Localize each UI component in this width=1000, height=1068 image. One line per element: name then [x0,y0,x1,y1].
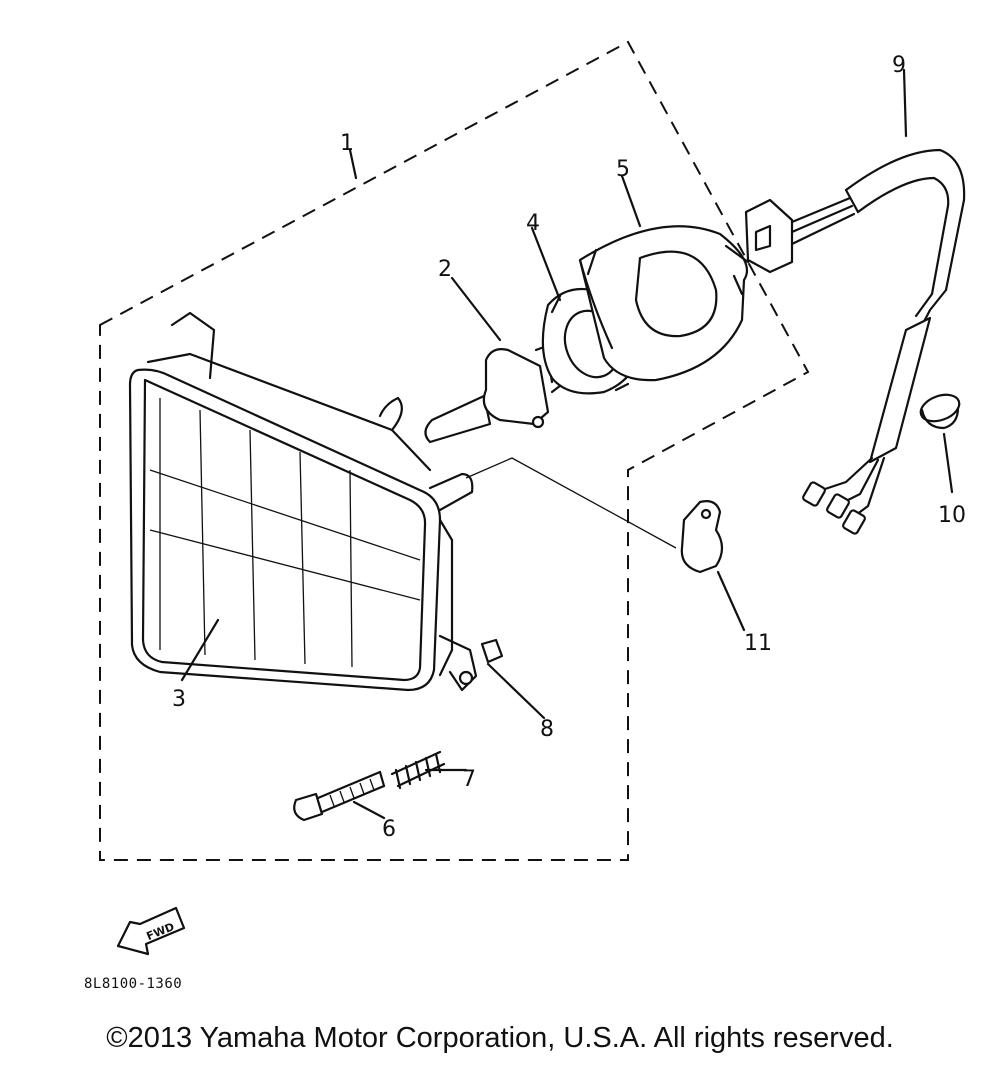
callout-labels: 1 2 3 4 5 6 7 8 9 10 11 [172,53,966,842]
adjusting-screw [293,770,386,822]
cord-clamp [465,457,724,574]
callout-5: 5 [616,157,630,182]
callout-1: 1 [340,131,354,156]
callout-2: 2 [438,257,452,282]
callout-4: 4 [526,211,540,236]
adjusting-spring [390,750,446,790]
copyright-notice: ©2013 Yamaha Motor Corporation, U.S.A. A… [106,1022,894,1054]
bulb-cover [578,225,750,382]
callout-3: 3 [172,687,186,712]
wire-harness [744,148,966,535]
callout-10: 10 [938,503,966,528]
headlight-bulb [424,336,580,444]
leader-lines [180,68,954,820]
wire-grommet [919,393,961,430]
adjusting-nut [480,638,504,664]
drawing-code: 8L8100-1360 [84,976,183,992]
callout-6: 6 [382,817,396,842]
assembly-boundary [99,40,810,861]
callout-11: 11 [744,631,772,656]
fwd-arrow-icon: FWD [116,906,186,956]
callout-9: 9 [892,53,906,78]
callout-8: 8 [540,717,554,742]
headlight-unit [128,311,478,692]
callout-7: 7 [462,767,476,792]
